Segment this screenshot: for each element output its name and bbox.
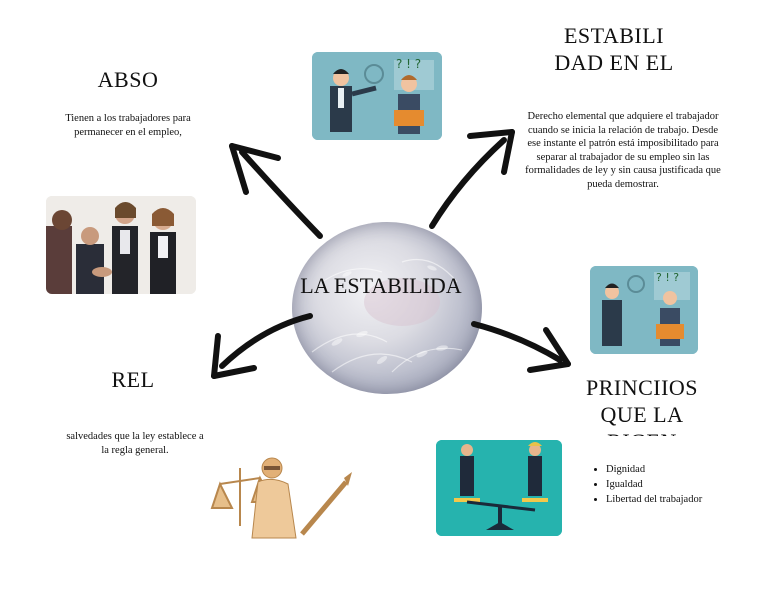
boss-firing-employee-illustration: ? ! ? xyxy=(312,52,442,140)
node-text-bottom-left: salvedades que la ley establece a la reg… xyxy=(66,431,204,456)
arrow-up-right-icon xyxy=(429,129,515,229)
node-title-bottom-right: PRINCIIOS QUE LA RIGEN xyxy=(585,375,699,436)
list-item: Igualdad xyxy=(606,477,746,492)
boss-firing-employee-illustration-2: ? ! ? xyxy=(590,266,698,354)
leaf-pattern-decoration xyxy=(311,258,463,373)
arrow-down-left-icon xyxy=(211,313,313,379)
node-text-top-left: Tienen a los trabajadores para permanece… xyxy=(65,113,191,138)
node-title-top-left: ABSO xyxy=(97,67,159,92)
center-title: LA ESTABILIDA xyxy=(300,273,462,298)
justice-statue-illustration xyxy=(206,448,356,546)
list-item: Dignidad xyxy=(606,462,746,477)
center-circle xyxy=(292,222,482,394)
node-title-bottom-left: REL xyxy=(111,367,155,392)
arrow-down-right-icon xyxy=(471,321,571,373)
svg-text:? ! ?: ? ! ? xyxy=(656,271,679,284)
principles-list: Dignidad Igualdad Libertad del trabajado… xyxy=(588,462,746,507)
node-title-top-right: ESTABILI DAD EN EL xyxy=(554,23,674,75)
node-text-top-right: Derecho elemental que adquiere el trabaj… xyxy=(525,111,721,190)
svg-text:? ! ?: ? ! ? xyxy=(396,57,421,71)
list-item: Libertad del trabajador xyxy=(606,492,746,507)
business-handshake-photo xyxy=(46,196,196,294)
arrow-up-left-icon xyxy=(229,143,323,239)
balance-scale-illustration xyxy=(436,440,562,536)
